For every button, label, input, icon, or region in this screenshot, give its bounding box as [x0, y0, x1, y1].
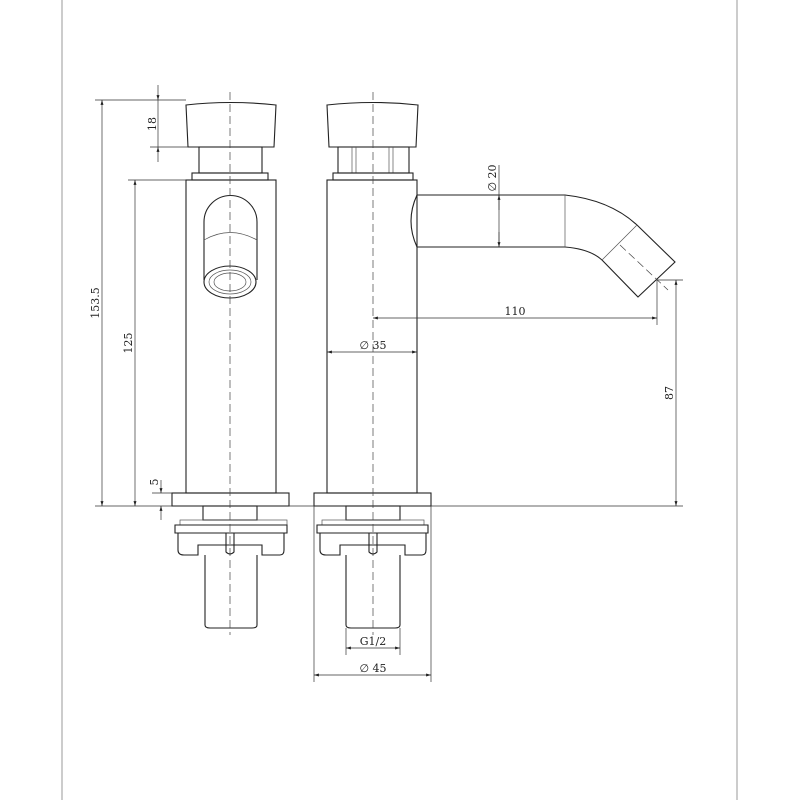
body: [185, 179, 277, 494]
dim-base-diameter: ∅ 45: [359, 662, 386, 675]
thread-shank: [204, 555, 258, 629]
dim-base-thickness: 5: [148, 479, 161, 486]
front-view: [171, 92, 290, 635]
side-view: [313, 92, 676, 635]
dim-thread: G1/2: [360, 635, 387, 648]
dim-body-diameter: ∅ 35: [359, 339, 386, 352]
push-button: [185, 101, 277, 148]
dim-button-height: 18: [146, 117, 159, 131]
aerator: [203, 265, 257, 299]
dim-spout-reach: 110: [505, 305, 526, 318]
dimensions: 153.5 125 18 5 ∅ 20 110 ∅ 35 87 G1/2 ∅ 4: [89, 85, 683, 682]
base-plate: [171, 492, 290, 507]
dim-overall-height: 153.5: [89, 287, 102, 319]
dim-spout-height: 87: [663, 386, 676, 400]
dim-body-height: 125: [122, 333, 135, 354]
spout: [417, 194, 676, 298]
dim-spout-diameter: ∅ 20: [486, 164, 499, 191]
